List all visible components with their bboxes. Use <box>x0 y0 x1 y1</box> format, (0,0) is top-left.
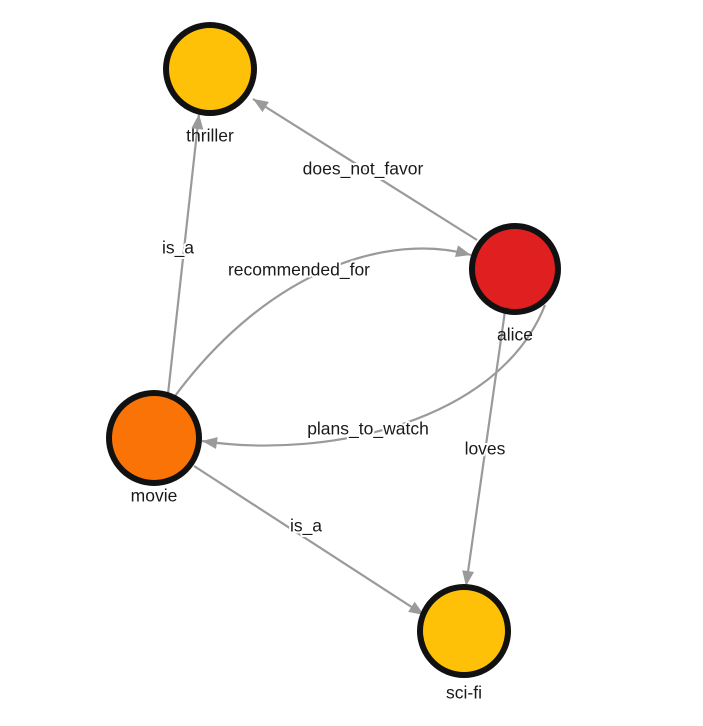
edge-line <box>464 310 507 587</box>
edge-label-movie-is_a-thriller: is_a <box>162 238 194 259</box>
edge-line <box>201 304 547 447</box>
node-label-thriller: thriller <box>186 126 234 146</box>
edge-line <box>193 465 425 616</box>
graph-node-movie[interactable] <box>106 390 202 486</box>
graph-node-alice[interactable] <box>469 223 561 315</box>
node-label-movie: movie <box>131 486 178 506</box>
node-labels-layer: thriller alice movie sci-fi <box>131 126 533 703</box>
edges-layer <box>166 98 547 616</box>
node-label-alice: alice <box>497 325 533 345</box>
edge-label-halo: does_not_favor <box>303 159 424 180</box>
graph-node-sci-fi[interactable] <box>417 584 511 678</box>
edge-label-halo: loves <box>465 439 506 459</box>
edge-label-halo: plans_to_watch <box>307 419 429 440</box>
edge-label-movie-recommended_for-alice: recommended_for <box>228 260 370 281</box>
edge-arrowhead <box>202 437 218 450</box>
graph-node-thriller[interactable] <box>163 22 257 116</box>
edge-label-halo: recommended_for <box>228 260 370 281</box>
node-label-sci-fi: sci-fi <box>446 683 482 703</box>
edge-arrowhead <box>462 570 475 586</box>
edge-arrowhead <box>454 245 471 257</box>
edge-line <box>166 113 201 395</box>
edge-line <box>174 247 472 397</box>
edge-labels-layer: does_not_favordoes_not_favoris_ais_areco… <box>160 157 508 539</box>
edge-label-movie-is_a-sci-fi: is_a <box>290 516 322 537</box>
nodes-layer <box>106 22 561 678</box>
edge-label-alice-loves-sci-fi: loves <box>465 439 506 459</box>
edge-label-alice-plans_to_watch-movie: plans_to_watch <box>307 419 429 440</box>
edge-label-halo: is_a <box>290 516 322 537</box>
edge-label-alice-does_not_favor-thriller: does_not_favor <box>303 159 424 180</box>
edge-arrowhead <box>253 99 269 113</box>
edge-arrowhead <box>191 114 204 130</box>
arrowheads-layer <box>191 99 475 615</box>
edge-label-halo: is_a <box>162 238 194 259</box>
edge-arrowhead <box>408 601 424 615</box>
edge-line <box>252 98 478 241</box>
